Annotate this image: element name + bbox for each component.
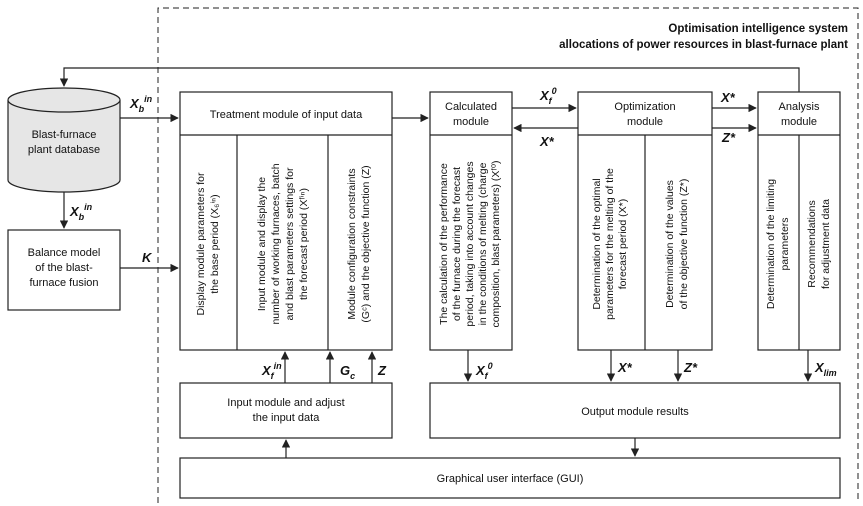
label-xstar-right: X* [720, 90, 736, 105]
svg-text:the base period (X₆ⁱⁿ): the base period (X₆ⁱⁿ) [209, 194, 221, 293]
svg-text:number of working furnaces, ba: number of working furnaces, batch [270, 163, 282, 324]
svg-text:Recommendations: Recommendations [806, 200, 818, 288]
input-module-line1: Input module and adjust [227, 397, 344, 409]
optimization-col1-text: Determination of the optimal parameters … [591, 168, 629, 320]
svg-text:Module configuration constrain: Module configuration constraints [346, 168, 358, 319]
svg-text:of the furnace during the fore: of the furnace during the forecast [451, 167, 463, 321]
svg-text:and blast parameters settings: and blast parameters settings for [284, 167, 296, 320]
label-z-bottom: Z [377, 363, 387, 378]
system-title-line1: Optimisation intelligence system [668, 23, 848, 35]
treatment-col1-text: Display module parameters for the base p… [195, 172, 221, 315]
svg-text:for adjustment data: for adjustment data [820, 199, 832, 289]
optimization-col2-text: Determination of the values of the objec… [664, 179, 690, 310]
label-xb-in-left: Xbin [69, 202, 93, 222]
optimization-module-line2: module [627, 116, 663, 128]
label-xb-in-top: Xbin [129, 94, 153, 114]
label-xf0-top: Xf0 [539, 86, 557, 106]
balance-model-box [7, 229, 121, 311]
balance-model-line1: Balance model [28, 247, 101, 259]
svg-text:in the conditions of melting (: in the conditions of melting (charge [477, 162, 489, 325]
svg-text:(Gᶜ) and the objective functio: (Gᶜ) and the objective function (Z) [360, 165, 372, 322]
input-module-box [179, 382, 393, 439]
label-xlim-bottom: Xlim [814, 360, 837, 378]
svg-text:of the objective function (Z*): of the objective function (Z*) [678, 179, 690, 310]
analysis-col2-text: Recommendations for adjustment data [806, 199, 832, 289]
svg-text:Input module and display the: Input module and display the [256, 177, 268, 311]
label-gc-bottom: Gc [340, 363, 355, 381]
gui-label: Graphical user interface (GUI) [437, 473, 584, 485]
label-xf0-bottom: Xf0 [475, 361, 493, 381]
gui-box [179, 457, 841, 499]
svg-text:composition, blast parameters): composition, blast parameters) (Xᶠ⁰) [490, 160, 502, 327]
svg-text:Determination of the optimal: Determination of the optimal [591, 178, 603, 309]
label-zstar-bottom: Z* [683, 360, 698, 375]
balance-model-line2: of the blast- [35, 262, 93, 274]
svg-text:Display module parameters for: Display module parameters for [195, 172, 207, 315]
treatment-col2-text: Input module and display the number of w… [256, 163, 310, 324]
label-k: K [142, 250, 153, 265]
optimization-module-line1: Optimization [614, 101, 675, 113]
calculated-col-text: The calculation of the performance of th… [438, 160, 502, 327]
output-module-box [429, 382, 841, 439]
label-xstar-bottom: X* [617, 360, 633, 375]
label-zstar-right: Z* [721, 130, 736, 145]
calculated-module-line1: Calculated [445, 101, 497, 113]
arrow-analysis-to-database [59, 67, 800, 92]
database-label-line2: plant database [28, 144, 100, 156]
label-xstar-back: X* [539, 134, 555, 149]
treatment-col3-text: Module configuration constraints (Gᶜ) an… [346, 165, 372, 322]
database-cylinder: Blast-furnace plant database [7, 87, 121, 193]
calculated-module-line2: module [453, 116, 489, 128]
svg-text:Determination of the values: Determination of the values [664, 180, 676, 308]
svg-text:the forecast period (Xᶠⁱⁿ): the forecast period (Xᶠⁱⁿ) [298, 188, 310, 300]
svg-text:period, taking into account ch: period, taking into account changes [464, 161, 476, 326]
svg-text:Determination of the limiting: Determination of the limiting [765, 179, 777, 309]
system-boundary [157, 7, 859, 503]
input-module-line2: the input data [253, 412, 321, 424]
analysis-module-line1: Analysis [779, 101, 820, 113]
label-xf-in-bottom: Xfin [261, 361, 282, 381]
output-module-label: Output module results [581, 406, 689, 418]
svg-text:The calculation of the perform: The calculation of the performance [438, 163, 450, 325]
svg-text:parameters: parameters [779, 217, 791, 270]
database-label-line1: Blast-furnace [32, 129, 97, 141]
analysis-col1-text: Determination of the limiting parameters [765, 179, 791, 309]
treatment-module-title: Treatment module of input data [210, 109, 363, 121]
svg-text:forecast period (X*): forecast period (X*) [617, 199, 629, 289]
svg-text:parameters for the melting of: parameters for the melting of the [604, 168, 616, 320]
system-title-line2: allocations of power resources in blast-… [559, 39, 848, 51]
balance-model-line3: furnace fusion [29, 277, 98, 289]
analysis-module-line2: module [781, 116, 817, 128]
